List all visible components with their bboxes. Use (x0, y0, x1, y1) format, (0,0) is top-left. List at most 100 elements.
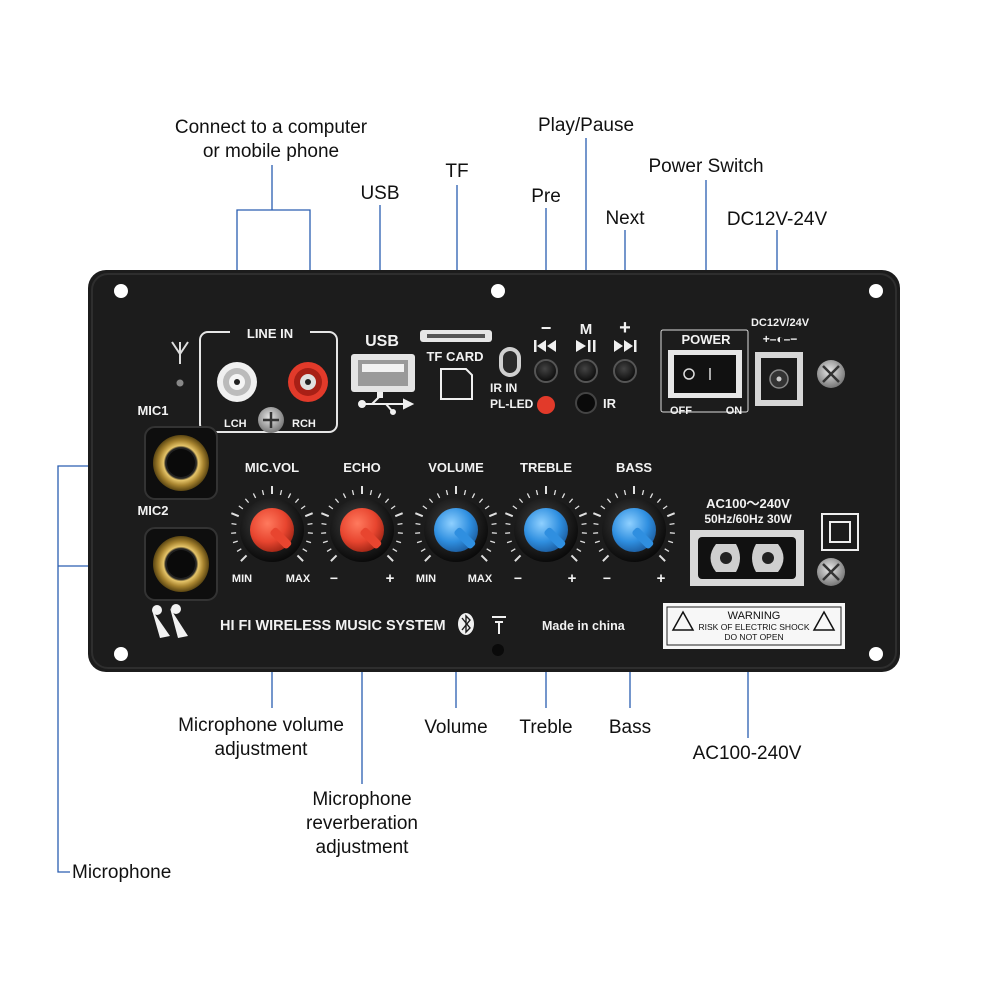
rca-jack-left[interactable] (217, 362, 257, 402)
knob-tick (436, 493, 441, 499)
knob-tick (414, 512, 424, 518)
rch-label: RCH (292, 418, 316, 430)
play-pause-icon (576, 340, 596, 352)
volume-max: MAX (468, 573, 493, 585)
ac-label: AC100～240V (706, 496, 790, 511)
knob-tick (424, 554, 432, 562)
knob-tick (369, 489, 373, 496)
knob-tick (445, 489, 449, 496)
knob-tick (656, 498, 662, 504)
next-symbol: + (619, 317, 631, 339)
bass-plus: + (657, 570, 666, 587)
mic2-label: MIC2 (137, 503, 168, 518)
play-pause-button[interactable] (574, 359, 598, 383)
ir-label: IR (603, 396, 617, 411)
echo-label: ECHO (343, 460, 381, 475)
power-switch[interactable] (668, 350, 742, 398)
knob-tick (238, 505, 244, 510)
pre-symbol: − (541, 318, 552, 338)
treble-plus: + (568, 570, 577, 587)
volume-knob[interactable] (424, 498, 488, 562)
knob-tick (578, 512, 588, 518)
knob-tick (668, 540, 674, 544)
knob-tick (334, 498, 340, 504)
knob-tick (320, 512, 330, 518)
knob-tick (666, 512, 676, 518)
treble-knob[interactable] (514, 498, 578, 562)
hole-top-right (869, 284, 883, 298)
screw-icon (817, 558, 845, 586)
treble-label: TREBLE (520, 460, 572, 475)
knob-tick (294, 498, 300, 504)
knob-tick (510, 548, 516, 552)
sd-card-icon (440, 368, 473, 400)
volume-min: MIN (416, 573, 436, 585)
on-label: ON (726, 405, 743, 417)
ac-power-socket[interactable] (690, 530, 804, 586)
knob-tick (328, 505, 334, 510)
antenna-port-icon (492, 616, 506, 634)
knob-tick (326, 548, 332, 552)
knob-tick (296, 554, 304, 562)
knob-tick (480, 554, 488, 562)
echo-knob[interactable] (330, 498, 394, 562)
knob-tick (598, 548, 604, 552)
dc-jack[interactable] (755, 352, 803, 406)
bass-label: BASS (616, 460, 652, 475)
knob-tick (306, 540, 312, 544)
warning-line-2: RISK OF ELECTRIC SHOCK (699, 622, 810, 632)
knob-tick (428, 498, 434, 504)
mic2-jack[interactable] (144, 527, 218, 601)
knob-tick (606, 498, 612, 504)
mic1-jack[interactable] (144, 426, 218, 500)
usb-port[interactable] (351, 354, 415, 392)
knob-tick (486, 548, 492, 552)
knob-tick (593, 522, 599, 526)
knob-tick (576, 548, 582, 552)
pre-button[interactable] (534, 359, 558, 383)
knob-tick (506, 540, 512, 544)
knob-tick (304, 512, 314, 518)
knob-tick (302, 548, 308, 552)
mode-symbol: M (580, 321, 593, 338)
warning-triangle-icon (671, 610, 695, 631)
knob-tick (321, 522, 327, 526)
knob-tick (592, 512, 602, 518)
knob-tick (561, 493, 566, 499)
ir-receiver (499, 347, 521, 377)
knob-tick (518, 498, 524, 504)
warning-sticker: WARNING RISK OF ELECTRIC SHOCK DO NOT OP… (663, 603, 845, 649)
callout-mic-reverb-line1: Microphone (312, 789, 412, 810)
callout-ac: AC100-240V (692, 743, 802, 764)
next-track-icon (614, 340, 637, 352)
hole-top-mid (491, 284, 505, 298)
callout-mic-volume: Microphone volume adjustment (156, 714, 366, 762)
mic-vol-knob[interactable] (240, 498, 304, 562)
double-insulation-icon (821, 513, 859, 551)
knob-tick (322, 540, 328, 544)
treble-minus: − (514, 570, 522, 586)
screw-icon (817, 360, 845, 388)
callout-next: Next (605, 208, 645, 229)
panel-inner-shade (91, 273, 897, 669)
knob-tick (580, 540, 586, 544)
callout-mic-volume-line2: adjustment (214, 739, 308, 760)
knob-tick (392, 548, 398, 552)
knob-tick (415, 522, 421, 526)
hole-top-left (114, 284, 128, 298)
next-button[interactable] (613, 359, 637, 383)
knob-tick (231, 522, 237, 526)
knob-tick (422, 505, 428, 510)
rca-jack-right[interactable] (288, 362, 328, 402)
knob-tick (662, 505, 668, 510)
bass-knob[interactable] (602, 498, 666, 562)
knob-tick (236, 548, 242, 552)
knob-tick (261, 489, 265, 496)
power-label: POWER (681, 332, 731, 347)
prev-track-icon (534, 340, 556, 352)
mic-vol-max: MAX (286, 573, 311, 585)
knob-tick (623, 489, 627, 496)
callout-bass: Bass (608, 717, 652, 738)
hole-bottom-right (869, 647, 883, 661)
knob-tick (230, 512, 240, 518)
